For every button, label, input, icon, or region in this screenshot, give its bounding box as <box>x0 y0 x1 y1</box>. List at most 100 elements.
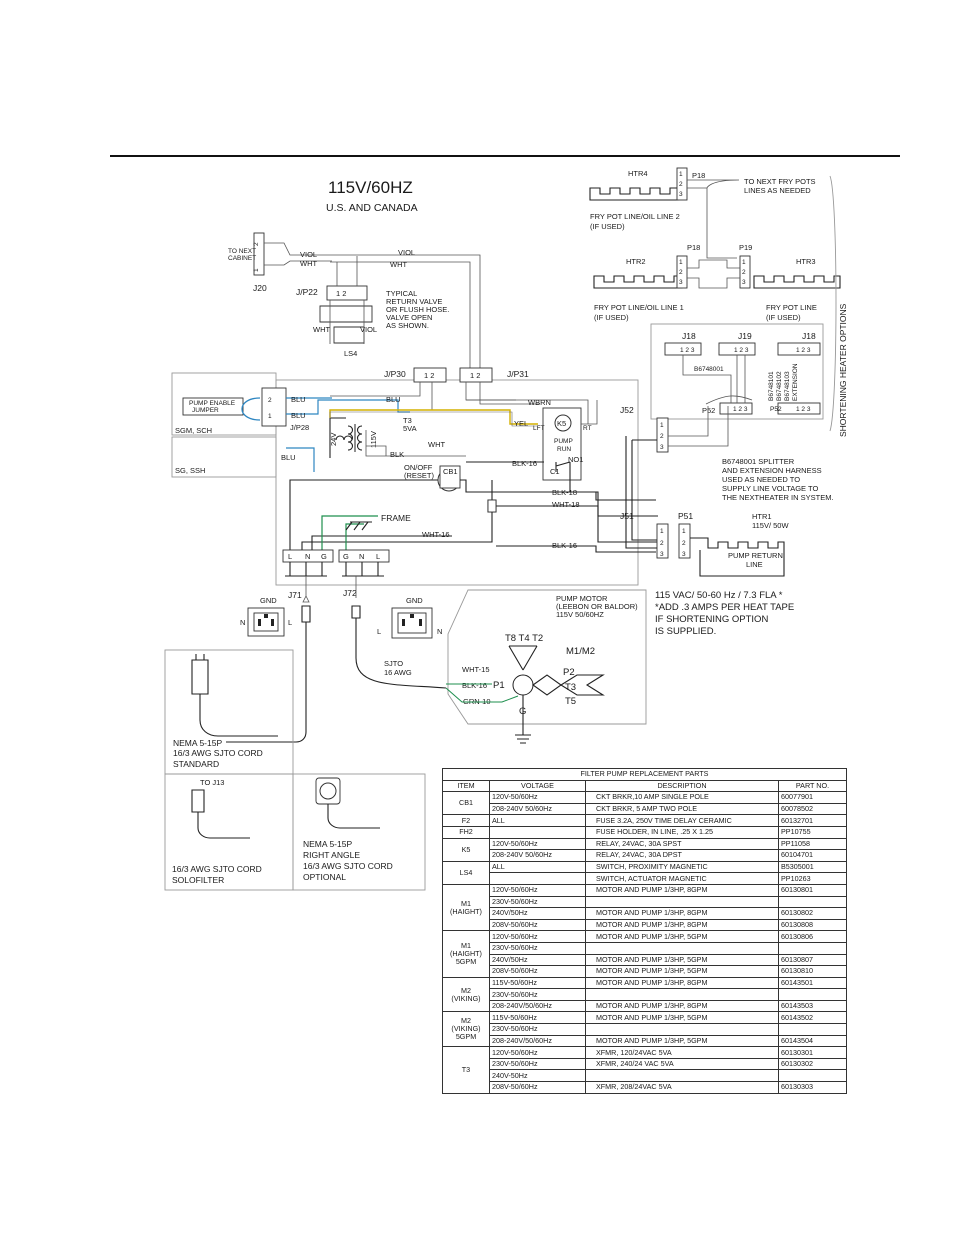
voltage-cell: 115V-50/60Hz <box>489 976 586 990</box>
description-cell: MOTOR AND PUMP 1/3HP, 5GPM <box>585 953 779 967</box>
item-cell: LS4 <box>442 860 490 885</box>
svg-text:CABINET: CABINET <box>228 255 256 262</box>
part-no-cell <box>778 988 847 1001</box>
voltage-cell: 208-240V 50/60Hz <box>489 849 586 862</box>
part-no-cell: 60130802 <box>778 907 847 920</box>
jumper-panel: PUMP ENABLE JUMPER 21 SGM, SCH SG, SSH J… <box>171 372 309 478</box>
svg-text:SGM, SCH: SGM, SCH <box>175 426 212 435</box>
svg-text:B6748001 SPLITTER: B6748001 SPLITTER <box>722 457 795 466</box>
svg-text:L: L <box>288 618 292 627</box>
p51-connector: P51 123 <box>678 511 693 559</box>
part-no-cell: 60130301 <box>778 1046 847 1059</box>
svg-text:N: N <box>240 618 245 627</box>
col-voltage: VOLTAGE <box>489 779 586 793</box>
shortening-options: J18 J19 J18 1 2 3 1 2 3 1 2 3 B6748001 P… <box>650 323 824 420</box>
svg-text:HTR2: HTR2 <box>626 257 646 266</box>
j71-label: J71 <box>288 590 302 600</box>
svg-text:IF SHORTENING OPTION: IF SHORTENING OPTION <box>655 614 768 625</box>
svg-text:115V 50/60HZ: 115V 50/60HZ <box>556 610 604 619</box>
svg-text:1 2 3: 1 2 3 <box>796 347 811 354</box>
heater-line-1: HTR2 123 P18 FRY POT LINE/OIL LINE 1 (IF… <box>593 243 700 322</box>
svg-text:(LEEBON OR BALDOR): (LEEBON OR BALDOR) <box>556 602 638 611</box>
svg-text:BLU: BLU <box>291 395 306 404</box>
svg-text:*ADD .3 AMPS PER HEAT TAPE: *ADD .3 AMPS PER HEAT TAPE <box>655 602 794 613</box>
part-no-cell: 60143503 <box>778 999 847 1013</box>
part-no-cell: 60130808 <box>778 918 847 932</box>
description-cell <box>585 1023 779 1036</box>
heater-line-3: 123 P19 HTR3 FRY POT LINE (IF USED) <box>739 243 841 322</box>
svg-text:2: 2 <box>742 269 746 276</box>
svg-text:1 2 3: 1 2 3 <box>734 347 749 354</box>
item-cell: M1 (HAIGHT) <box>442 883 490 932</box>
svg-text:3: 3 <box>660 551 664 558</box>
svg-text:J52: J52 <box>620 405 634 415</box>
receptacle-j71: GND N L <box>240 596 292 637</box>
description-cell: RELAY, 24VAC, 30A DPST <box>585 849 779 862</box>
svg-text:G: G <box>321 552 327 561</box>
svg-text:P2: P2 <box>563 667 575 678</box>
svg-text:IS SUPPLIED.: IS SUPPLIED. <box>655 626 716 637</box>
svg-text:1 2 3: 1 2 3 <box>680 347 695 354</box>
svg-text:GND: GND <box>260 596 277 605</box>
svg-text:2: 2 <box>679 181 683 188</box>
svg-text:HTR3: HTR3 <box>796 257 816 266</box>
svg-text:AND EXTENSION HARNESS: AND EXTENSION HARNESS <box>722 466 822 475</box>
svg-text:J18: J18 <box>682 331 696 341</box>
description-cell: MOTOR AND PUMP 1/3HP, 8GPM <box>585 976 779 990</box>
part-no-cell: 60143504 <box>778 1034 847 1048</box>
svg-text:FRY POT LINE: FRY POT LINE <box>766 303 817 312</box>
voltage-cell: 240V/50Hz <box>489 907 586 920</box>
relay-k5: K5 LFT RT PUMP RUN C1 NO1 <box>533 407 592 481</box>
svg-text:B6748001: B6748001 <box>694 366 724 373</box>
svg-text:3: 3 <box>682 551 686 558</box>
svg-text:C1: C1 <box>550 467 560 476</box>
svg-text:T5: T5 <box>565 696 576 707</box>
voltage-cell: 208V-50/60Hz <box>489 965 586 978</box>
description-cell: CKT BRKR, 5 AMP TWO POLE <box>585 802 779 816</box>
svg-text:P52: P52 <box>702 406 715 415</box>
description-cell: MOTOR AND PUMP 1/3HP, 5GPM <box>585 1034 779 1048</box>
svg-text:3: 3 <box>679 279 683 286</box>
voltage-cell: 120V-50/60Hz <box>489 930 586 943</box>
voltage-cell: 240V-50Hz <box>489 1069 586 1083</box>
svg-text:2: 2 <box>660 540 664 547</box>
part-no-cell: 60130810 <box>778 965 847 978</box>
svg-text:TYPICAL: TYPICAL <box>386 289 417 298</box>
svg-text:GND: GND <box>406 596 423 605</box>
j52-connector: J52 123 <box>620 405 669 453</box>
jp22-connector: J/P22 1 2 WHT VIOL LS4 <box>296 256 377 358</box>
svg-text:2: 2 <box>682 540 686 547</box>
svg-text:J/P31: J/P31 <box>507 369 529 379</box>
description-cell <box>585 1069 779 1083</box>
table-row: 230V-50/60Hz <box>443 895 847 909</box>
svg-text:M1/M2: M1/M2 <box>566 646 595 657</box>
control-box-outline <box>275 379 639 586</box>
svg-text:2: 2 <box>660 433 664 440</box>
svg-text:1: 1 <box>682 528 686 535</box>
svg-text:RT: RT <box>583 425 592 432</box>
svg-text:BLU: BLU <box>386 395 401 404</box>
svg-text:LS4: LS4 <box>344 349 357 358</box>
svg-text:OPTIONAL: OPTIONAL <box>303 872 346 882</box>
svg-text:WHT-18: WHT-18 <box>552 500 580 509</box>
col-description: DESCRIPTION <box>585 779 779 793</box>
item-cell: K5 <box>442 837 490 862</box>
svg-text:PUMP MOTOR: PUMP MOTOR <box>556 594 608 603</box>
item-cell: M2 (VIKING) <box>442 976 490 1013</box>
svg-text:HTR4: HTR4 <box>628 169 648 178</box>
voltage-cell: 208-240V/50/60Hz <box>489 999 586 1013</box>
svg-text:WHT-15: WHT-15 <box>462 665 490 674</box>
svg-text:16 AWG: 16 AWG <box>384 668 412 677</box>
svg-text:FRY POT LINE/OIL LINE 1: FRY POT LINE/OIL LINE 1 <box>594 303 684 312</box>
part-no-cell: 60104701 <box>778 849 847 862</box>
svg-text:1: 1 <box>660 528 664 535</box>
svg-text:VALVE OPEN: VALVE OPEN <box>386 313 432 322</box>
svg-text:VIOL: VIOL <box>300 250 317 259</box>
svg-text:SG, SSH: SG, SSH <box>175 466 205 475</box>
svg-text:1: 1 <box>253 268 260 272</box>
svg-text:L: L <box>376 552 380 561</box>
